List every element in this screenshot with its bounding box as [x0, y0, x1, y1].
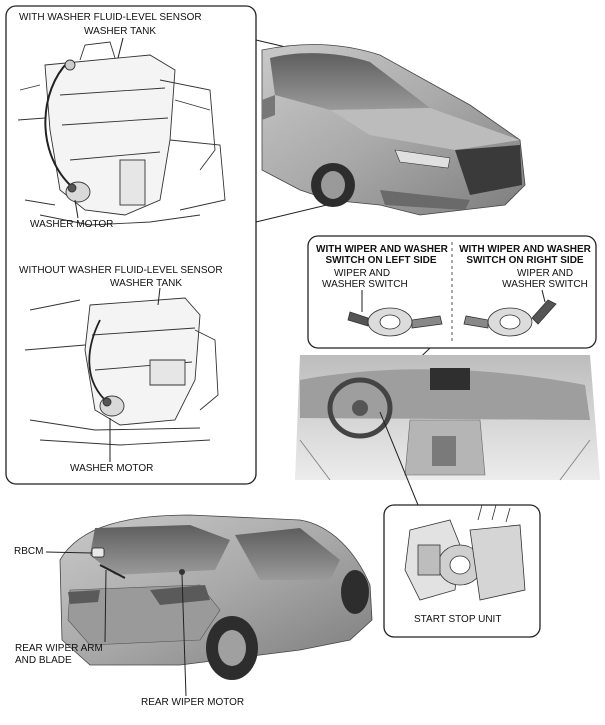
with-sensor-title: WITH WASHER FLUID-LEVEL SENSOR: [19, 12, 202, 23]
dash-to-start-stop-leader: [379, 411, 419, 506]
right-side-title-line2: SWITCH ON RIGHT SIDE: [466, 255, 584, 266]
rear-car-illustration: [59, 514, 373, 680]
front-car-illustration: [261, 44, 526, 216]
left-switch-label-line1: WIPER AND: [333, 268, 391, 279]
left-switch-illustration: [347, 307, 443, 337]
left-switch-label-line2: WASHER SWITCH: [322, 279, 408, 290]
rbcm-leader: [45, 551, 93, 554]
rear-wiper-arm-leader: [104, 569, 107, 643]
without-sensor-title: WITHOUT WASHER FLUID-LEVEL SENSOR: [19, 265, 223, 276]
washer-motor-2-label: WASHER MOTOR: [70, 463, 154, 474]
washer-tank-2-leader: [157, 287, 161, 306]
right-switch-label-line1: WIPER AND: [516, 268, 574, 279]
washer-tank-with-sensor-illustration: [17, 41, 226, 226]
start-stop-unit-label: START STOP UNIT: [414, 614, 502, 625]
washer-tank-2-label: WASHER TANK: [110, 278, 183, 289]
rear-wiper-motor-leader: [181, 574, 187, 697]
rear-wiper-motor-label: REAR WIPER MOTOR: [141, 697, 245, 708]
right-switch-illustration: [463, 299, 557, 337]
engine-bay-callout-frame: [5, 5, 257, 485]
right-switch-label-line2: WASHER SWITCH: [502, 279, 588, 290]
right-side-title-line1: WITH WIPER AND WASHER: [459, 244, 591, 255]
washer-motor-1-label: WASHER MOTOR: [30, 219, 114, 230]
rear-wiper-arm-label-line2: AND BLADE: [15, 655, 72, 666]
washer-tank-1-leader: [117, 37, 124, 59]
rbcm-label: RBCM: [14, 546, 44, 557]
washer-tank-1-label: WASHER TANK: [84, 26, 157, 37]
washer-motor-1-leader: [74, 199, 79, 219]
dashboard-illustration: [295, 355, 600, 481]
washer-tank-without-sensor-illustration: [24, 297, 219, 446]
left-side-title-line2: SWITCH ON LEFT SIDE: [325, 255, 437, 266]
right-switch-leader: [541, 289, 546, 303]
rear-wiper-arm-label-line1: REAR WIPER ARM: [15, 643, 103, 654]
start-stop-unit-illustration: [404, 504, 526, 601]
left-side-title-line1: WITH WIPER AND WASHER: [316, 244, 448, 255]
